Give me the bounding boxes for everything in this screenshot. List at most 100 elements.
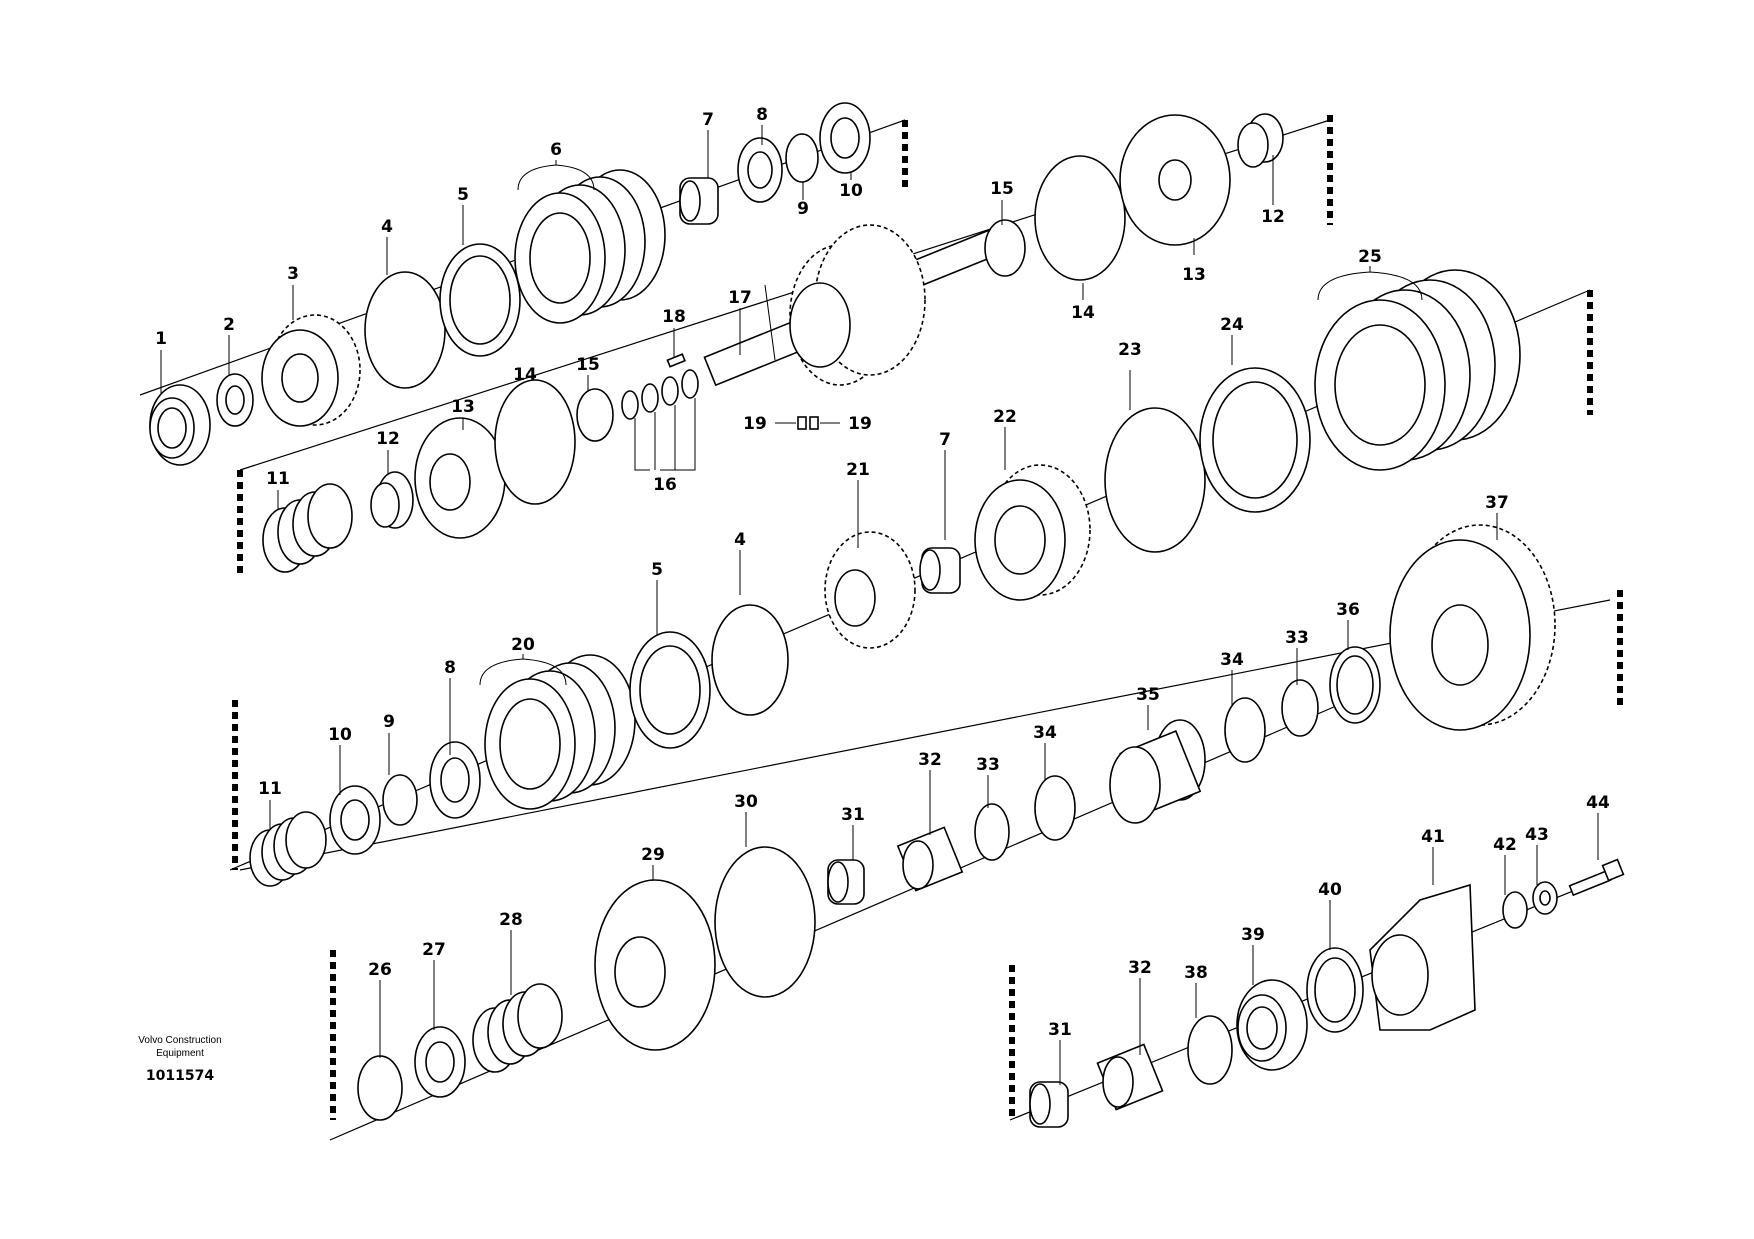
callout-40: 40: [1318, 880, 1342, 900]
callout-29: 29: [641, 845, 665, 865]
callout-5: 5: [651, 560, 663, 580]
rings-16: [621, 369, 699, 471]
washer-2: [216, 373, 254, 427]
ring-9-lower: [382, 774, 418, 826]
callout-13: 13: [1182, 265, 1206, 285]
bushing-32-lower: [1096, 1043, 1164, 1111]
callout-2: 2: [223, 315, 235, 335]
gear-3: [261, 314, 361, 427]
callout-11: 11: [258, 779, 282, 799]
callout-3: 3: [287, 264, 299, 284]
sleeve-35: [1109, 719, 1206, 824]
callout-18: 18: [662, 307, 686, 327]
ring-34-upper: [1224, 697, 1266, 763]
disc-pack-20: [484, 654, 636, 810]
o-ring-42: [1502, 891, 1528, 929]
needle-bearing-31-upper: [827, 859, 865, 905]
callout-17: 17: [728, 288, 752, 308]
ring-40: [1306, 947, 1364, 1033]
spring-28: [472, 983, 563, 1073]
callout-33: 33: [1285, 628, 1309, 648]
brand-line-2: Equipment: [156, 1048, 204, 1059]
shaft-17: [703, 224, 1012, 387]
callout-14: 14: [513, 365, 537, 385]
callout-34: 34: [1033, 723, 1057, 743]
washer-10: [819, 102, 871, 174]
callout-38: 38: [1184, 963, 1208, 983]
ring-34-lower: [1034, 775, 1076, 841]
callout-32: 32: [1128, 958, 1152, 978]
gear-21: [824, 531, 916, 649]
section-breaks: [232, 115, 1623, 1120]
callout-24: 24: [1220, 315, 1244, 335]
spring-11-upper: [262, 483, 353, 573]
callout-19: 19: [848, 414, 872, 434]
needle-bearing-31-lower: [1029, 1081, 1069, 1128]
ring-36: [1329, 646, 1381, 724]
callout-41: 41: [1421, 827, 1445, 847]
callout-12: 12: [1261, 207, 1285, 227]
callout-31: 31: [1048, 1020, 1072, 1040]
washer-27: [414, 1026, 466, 1098]
ring-33-lower: [974, 803, 1010, 861]
o-ring-30: [714, 846, 816, 998]
callout-13: 13: [451, 397, 475, 417]
callout-4: 4: [734, 530, 746, 550]
row2-parts: [262, 269, 1521, 649]
callout-14: 14: [1071, 303, 1095, 323]
gear-22: [974, 464, 1091, 601]
pins-19: [775, 416, 840, 430]
callout-26: 26: [368, 960, 392, 980]
callout-11: 11: [266, 469, 290, 489]
callout-9: 9: [797, 199, 809, 219]
callout-8: 8: [756, 105, 768, 125]
callout-6: 6: [550, 140, 562, 160]
row1-parts: [149, 102, 1284, 466]
disc-pack-6: [514, 169, 666, 324]
brand-line-1: Volvo Construction: [138, 1035, 221, 1046]
spring-11-lower: [249, 811, 327, 887]
snap-ring-4-lower: [711, 604, 789, 716]
ring-15-lower: [576, 388, 614, 442]
callout-23: 23: [1118, 340, 1142, 360]
ring-15-upper: [984, 219, 1026, 277]
callout-37: 37: [1485, 493, 1509, 513]
plate-24: [1199, 367, 1311, 513]
callout-22: 22: [993, 407, 1017, 427]
row4-parts: [357, 775, 1076, 1121]
callout-7: 7: [939, 430, 951, 450]
piston-13-upper: [1119, 114, 1231, 246]
callout-15: 15: [990, 179, 1014, 199]
bearing-1: [149, 384, 211, 466]
snap-ring-26: [357, 1055, 403, 1121]
callout-19: 19: [743, 414, 767, 434]
brand-block: Volvo Construction Equipment 1011574: [138, 1035, 221, 1084]
leader-lines: [160, 125, 1599, 1085]
bolt-44: [1568, 858, 1625, 897]
callout-12: 12: [376, 429, 400, 449]
bearing-39: [1236, 979, 1308, 1071]
washer-8: [737, 137, 783, 203]
row5-parts: [1029, 858, 1625, 1128]
callout-44: 44: [1586, 793, 1610, 813]
callout-21: 21: [846, 460, 870, 480]
callout-33: 33: [976, 755, 1000, 775]
callout-10: 10: [328, 725, 352, 745]
callout-30: 30: [734, 792, 758, 812]
ring-33-upper: [1281, 679, 1319, 737]
callout-labels: 1 2 3 4 5 6 7 8 9 10 11 12 12 13 13 14 1…: [155, 105, 1610, 1040]
callout-25: 25: [1358, 247, 1382, 267]
document-number: 1011574: [146, 1068, 214, 1084]
callout-42: 42: [1493, 835, 1517, 855]
snap-ring-4: [364, 271, 446, 389]
bushing-12-lower: [370, 471, 414, 529]
callout-16: 16: [653, 475, 677, 495]
callout-27: 27: [422, 940, 446, 960]
o-ring-14-lower: [494, 379, 576, 505]
callout-1: 1: [155, 329, 167, 349]
o-ring-14-upper: [1034, 155, 1126, 281]
callout-4: 4: [381, 217, 393, 237]
callout-9: 9: [383, 712, 395, 732]
callout-31: 31: [841, 805, 865, 825]
